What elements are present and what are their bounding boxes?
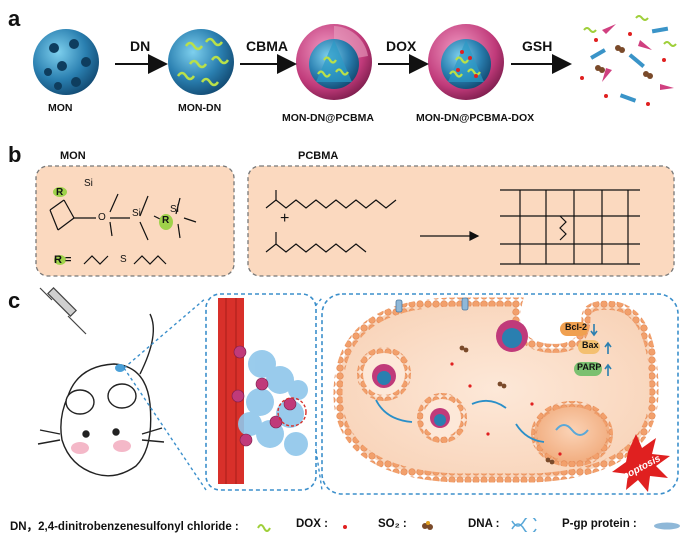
arrow-label-gsh: GSH bbox=[522, 38, 553, 54]
nucleus bbox=[531, 401, 613, 467]
dna-strand bbox=[555, 424, 589, 436]
mon-dn-pcbma-dox-particle bbox=[428, 24, 504, 100]
caption-mon-dn: MON-DN bbox=[178, 102, 222, 114]
mon-structure-title: MON bbox=[60, 150, 86, 162]
caption-mon-dn-pcbma-dox: MON-DN@PCBMA-DOX bbox=[416, 112, 535, 124]
r-group-2: R bbox=[162, 215, 170, 226]
dna-legend-icon bbox=[511, 518, 537, 532]
pgp-legend-icon bbox=[654, 522, 680, 530]
panel-c-diagram bbox=[37, 287, 679, 495]
dn-legend-icon bbox=[257, 524, 271, 532]
panel-label-a: a bbox=[8, 6, 21, 31]
syringe-icon bbox=[39, 287, 87, 335]
arrow-label-dox: DOX bbox=[386, 38, 417, 54]
signaling-markers bbox=[560, 322, 612, 376]
sulfur-atom: S bbox=[120, 254, 127, 265]
si-atom-2: Si bbox=[132, 208, 141, 219]
r-definition: R = bbox=[54, 254, 72, 266]
pcbma-structure-title: PCBMA bbox=[298, 150, 339, 162]
r-group-1: R bbox=[56, 187, 64, 198]
legend-dn: DN，2,4-dinitrobenzenesulfonyl chloride : bbox=[10, 521, 239, 533]
mouse-illustration bbox=[37, 313, 165, 477]
mon-dn-pcbma-particle bbox=[296, 24, 372, 100]
apoptosis-burst bbox=[612, 434, 670, 492]
oxygen-atom: O bbox=[98, 212, 106, 223]
parp-label: PARP bbox=[577, 362, 602, 372]
legend-dox: DOX : bbox=[296, 518, 328, 530]
legend-dna: DNA : bbox=[468, 518, 500, 530]
mon-dn-sphere bbox=[168, 29, 234, 95]
panel-label-c: c bbox=[8, 288, 21, 313]
dox-legend-icon bbox=[343, 525, 347, 529]
arrow-label-dn: DN bbox=[130, 38, 151, 54]
mon-sphere bbox=[33, 29, 99, 95]
legend-pgp: P-gp protein : bbox=[562, 518, 637, 530]
si-atom-3: Si bbox=[170, 204, 179, 215]
bax-label: Bax bbox=[582, 340, 599, 350]
bcl2-label: Bcl-2 bbox=[565, 322, 588, 332]
panel-label-b: b bbox=[8, 142, 22, 167]
arrow-label-cbma: CBMA bbox=[246, 38, 288, 54]
caption-mon-dn-pcbma: MON-DN@PCBMA bbox=[282, 112, 374, 124]
legend-so2: SO₂ : bbox=[378, 518, 407, 530]
panel-b-structures bbox=[35, 165, 675, 277]
degraded-fragments bbox=[580, 15, 677, 106]
so2-legend-icon bbox=[422, 521, 433, 530]
si-atom-1: Si bbox=[84, 178, 93, 189]
plus-sign: + bbox=[280, 210, 290, 227]
panel-a-diagram bbox=[33, 15, 677, 106]
caption-mon: MON bbox=[48, 102, 73, 114]
